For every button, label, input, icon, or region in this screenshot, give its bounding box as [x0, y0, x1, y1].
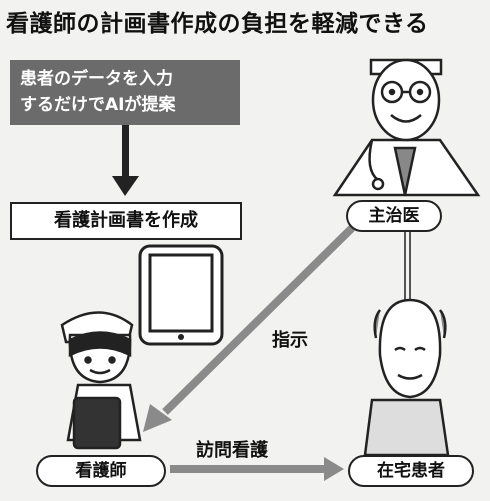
doctor-patient-link — [404, 230, 411, 300]
nurse-node: 看護師 — [36, 455, 166, 487]
care-plan-box: 看護計画書を作成 — [10, 202, 242, 240]
patient-node: 在宅患者 — [348, 455, 474, 487]
instruction-arrow — [143, 225, 355, 432]
ai-input-line-2: するだけでAIが提案 — [20, 95, 176, 115]
patient-illustration — [363, 298, 450, 457]
page-title: 看護師の計画書作成の負担を軽減できる — [6, 11, 429, 37]
doctor-illustration — [332, 58, 481, 197]
tablet-icon — [138, 244, 224, 346]
instruction-label: 指示 — [272, 330, 308, 351]
doctor-node: 主治医 — [346, 200, 442, 232]
home-visit-label: 訪問看護 — [196, 440, 268, 461]
nurse-illustration — [60, 311, 142, 450]
down-arrow — [112, 125, 139, 196]
home-visit-arrow — [170, 457, 344, 481]
ai-input-box: 患者のデータを入力 するだけでAIが提案 — [10, 60, 240, 125]
ai-input-line-1: 患者のデータを入力 — [20, 69, 173, 89]
